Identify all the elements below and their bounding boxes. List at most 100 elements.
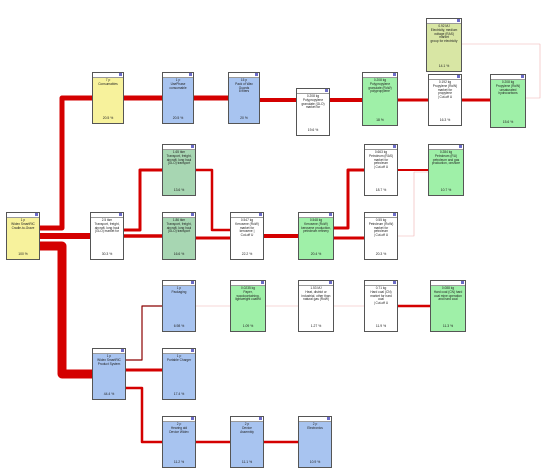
node-label: 0.548 kg Kerosene (RoW) kerosene product… (301, 218, 331, 234)
node-header-bar (299, 213, 333, 218)
node-header-bar (163, 349, 195, 354)
node-header-bar (431, 281, 465, 286)
node-percent: 16.3 % (439, 118, 451, 122)
node-trans3: 1.86 tkm Transport, freight, aircraft, l… (162, 212, 196, 260)
node-coal-mkt: 0.71 kg Hard coal (CN) market for hard c… (364, 280, 398, 332)
node-percent: 10.7 % (440, 188, 452, 192)
node-header-bar (429, 75, 461, 80)
node-label: 0.208 kg Propylene (RoW) unsaturated hyd… (495, 80, 521, 96)
node-label: 1.65 tkm Transport, freight, aircraft, l… (166, 150, 192, 166)
node-usephase: 1 p UsePhase consumable 20.5 % (162, 72, 194, 124)
node-label: 0.0235 kg Paper, woodcontaining, lightwe… (235, 286, 261, 302)
link-proprow-elec (462, 43, 541, 99)
node-header-bar (491, 75, 525, 80)
node-header-bar (297, 89, 329, 94)
node-label: 0.208 kg Polypropylene granulate (RoW) p… (368, 78, 392, 94)
node-label: 0.92 MJ Electricity, medium voltage (RAS… (430, 24, 458, 44)
node-percent: 30.3 % (101, 252, 113, 256)
node-header-bar (363, 73, 397, 78)
node-label: 2 p Device Assembly (240, 422, 254, 434)
node-label: 2.5 tkm Transport, freight, aircraft, lo… (94, 218, 120, 234)
node-label: 1 p Widex SmartRIC Product System (97, 354, 121, 366)
node-percent: 10.9 % (309, 460, 321, 464)
node-header-bar (427, 19, 461, 24)
node-label: 7 p Consumables (98, 78, 118, 86)
node-header-bar (91, 213, 123, 218)
node-consumables: 7 p Consumables 20.5 % (92, 72, 124, 124)
node-kerosene-mkt: 0.547 kg Kerosene (RoW) market for keros… (230, 212, 264, 260)
node-percent: 20.5 % (102, 116, 114, 120)
node-percent: 18.7 % (375, 188, 387, 192)
node-header-bar (365, 213, 397, 218)
node-charger: 1 p Portable Charger 17.4 % (162, 348, 196, 400)
node-label: 0.284 kg Petroleum (RU) petroleum and ga… (431, 150, 461, 166)
node-pp-row: 0.208 kg Polypropylene granulate (RoW) p… (362, 72, 398, 126)
node-label: 0.208 kg Polypropylene granulate (GLO) m… (301, 94, 325, 110)
node-header-bar (231, 213, 263, 218)
link-product-hearing (126, 386, 162, 444)
node-percent: 13.6 % (173, 188, 185, 192)
node-label: 0.663 kg Petroleum (RAS) market for petr… (368, 150, 394, 170)
node-header-bar (429, 145, 463, 150)
node-percent: 20.3 % (375, 252, 387, 256)
node-coal-cn: 0.088 kg Hard coal (CN) hard coal mine o… (430, 280, 466, 332)
node-header-bar (299, 417, 331, 422)
node-header-bar (231, 417, 263, 422)
node-percent: 11.3 % (442, 324, 454, 328)
node-propylene-row: 0.208 kg Propylene (RoW) unsaturated hyd… (490, 74, 526, 128)
node-header-bar (299, 281, 333, 286)
node-label: 15 p Pack of Wax Guards 8 filters (235, 78, 253, 94)
node-petrol-row: 0.55 kg Petroleum (RoW) market for petro… (364, 212, 398, 260)
node-percent: 20.4 % (310, 252, 322, 256)
node-label: 0.55 kg Petroleum (RoW) market for petro… (368, 218, 394, 238)
node-label: 1 p Portable Charger (166, 354, 192, 362)
node-heat: 1.53 MJ Heat, district or industrial, ot… (298, 280, 334, 332)
node-propylene-mkt: 0.192 kg Propylene (RoW) market for prop… (428, 74, 462, 126)
node-label: 0.547 kg Kerosene (RoW) market for keros… (235, 218, 259, 238)
link-trans1-kero (196, 168, 230, 232)
node-label: 0.192 kg Propylene (RoW) market for prop… (432, 80, 458, 100)
node-percent: 19.6 % (307, 128, 319, 132)
node-header-bar (163, 213, 195, 218)
node-percent: 18 % (376, 118, 384, 122)
node-percent: 1.27 % (310, 324, 322, 328)
node-percent: 100 % (18, 252, 28, 256)
node-percent: 20.5 % (172, 116, 184, 120)
link-trans2-trans1 (124, 168, 162, 232)
node-label: 1 p Packaging (171, 286, 187, 294)
node-header-bar (93, 349, 125, 354)
node-wax: 15 p Pack of Wax Guards 8 filters 20 % (228, 72, 260, 124)
node-header-bar (163, 73, 193, 78)
node-percent: 16.6 % (173, 252, 185, 256)
node-electricity: 0.92 MJ Electricity, medium voltage (RAS… (426, 18, 462, 72)
node-paper: 0.0235 kg Paper, woodcontaining, lightwe… (230, 280, 266, 332)
node-label: 0.088 kg Hard coal (CN) hard coal mine o… (433, 286, 463, 302)
node-widex: 1 p Widex SmartRIC Cradle-to-Grave 100 % (6, 212, 40, 260)
node-pp-gran: 0.208 kg Polypropylene granulate (GLO) m… (296, 88, 330, 136)
link-product-packaging (126, 305, 162, 361)
node-header-bar (163, 281, 195, 286)
node-header-bar (365, 281, 397, 286)
node-percent: 17.4 % (173, 392, 185, 396)
node-label: 1 p UsePhase consumable (169, 78, 187, 90)
node-percent: 11.1 % (241, 460, 253, 464)
node-assembly: 2 p Device Assembly 11.1 % (230, 416, 264, 468)
node-percent: 11.2 % (173, 460, 185, 464)
node-percent: 1.09 % (242, 324, 254, 328)
node-header-bar (231, 281, 265, 286)
node-header-bar (163, 417, 195, 422)
node-label: 0.71 kg Hard coal (CN) market for hard c… (370, 286, 392, 306)
node-label: 1 p Widex SmartRIC Cradle-to-Grave (11, 218, 35, 230)
node-header-bar (93, 73, 123, 78)
node-petrol-ras: 0.663 kg Petroleum (RAS) market for petr… (364, 144, 398, 196)
node-header-bar (163, 145, 195, 150)
node-trans1: 1.65 tkm Transport, freight, aircraft, l… (162, 144, 196, 196)
node-percent: 20 % (240, 116, 248, 120)
node-petrol-ru: 0.284 kg Petroleum (RU) petroleum and ga… (428, 144, 464, 196)
